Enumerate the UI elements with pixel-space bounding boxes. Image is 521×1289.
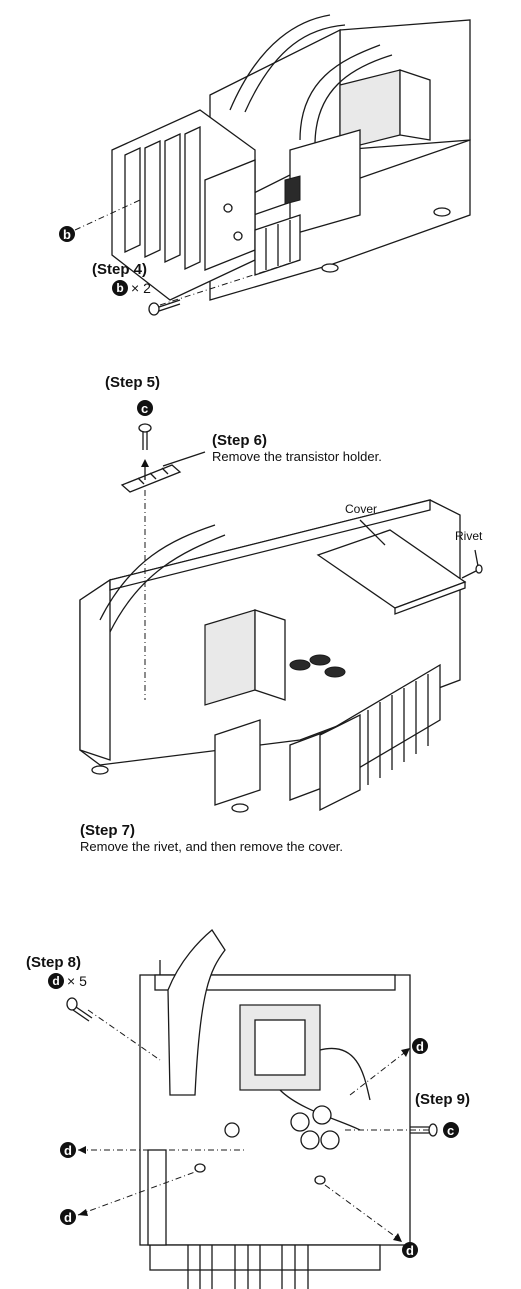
step4-count: × 2 [131, 279, 151, 296]
fin-2 [144, 139, 161, 259]
top-rail [154, 974, 396, 991]
cover-plate-edge [394, 581, 466, 615]
screw-hole [233, 231, 243, 241]
ribbon-cable-edge [244, 24, 346, 113]
fin-3 [164, 132, 181, 264]
ribbon-cable-edge [109, 534, 226, 633]
screw-hole-d [314, 1175, 326, 1185]
step5-title: (Step 5) [105, 374, 161, 391]
wire [319, 1047, 371, 1101]
capacitor [309, 654, 331, 666]
badge-b: b [59, 226, 75, 242]
fin-4 [184, 125, 201, 271]
hole [224, 1122, 240, 1138]
svg-text:c: c [447, 1123, 454, 1138]
chassis-left-wall [79, 578, 111, 761]
capacitor [320, 1130, 340, 1150]
screw-c [138, 423, 152, 450]
guide-line-d-lower-right [324, 1184, 401, 1241]
capacitor [300, 1130, 320, 1150]
transformer-side [399, 69, 431, 141]
fin-1 [124, 146, 141, 254]
badge-d-lower-right: d [402, 1242, 418, 1258]
svg-text:c: c [141, 401, 148, 416]
transistor-holder [120, 464, 182, 493]
ribbon-cable [99, 524, 216, 621]
step6-title: (Step 6) [212, 432, 268, 449]
svg-text:d: d [416, 1039, 424, 1054]
arrow-head [78, 1146, 86, 1154]
badge-c: c [137, 400, 153, 416]
badge-d: d [48, 973, 64, 989]
leader-rivet [474, 549, 479, 567]
arrow-head [401, 1048, 410, 1057]
step4-quantity: b × 2 [112, 280, 151, 296]
capacitor [290, 1112, 310, 1132]
heat-sink-plate [204, 159, 256, 271]
step7-text: Remove the rivet, and then remove the co… [80, 839, 344, 854]
badge-d-lower: d [60, 1209, 76, 1225]
transformer-core [254, 1019, 306, 1076]
svg-text:d: d [64, 1210, 72, 1225]
arrow-head [141, 459, 149, 467]
guide-line-d-upper-right [349, 1049, 409, 1096]
badge-c: c [443, 1122, 459, 1138]
ribbon-cable [229, 14, 331, 111]
figure3-unit: d d d d c [60, 929, 459, 1289]
foot [433, 207, 451, 217]
transformer-side [254, 609, 286, 701]
leader-cover [359, 519, 386, 546]
svg-text:d: d [406, 1243, 414, 1258]
screw-hole [223, 203, 233, 213]
figure2-unit: c [79, 400, 483, 813]
step7-title: (Step 7) [80, 822, 136, 839]
foot [91, 765, 109, 775]
ribbon-cable-2-edge [314, 54, 393, 146]
screw-hole-d [194, 1163, 206, 1173]
connector-block [284, 175, 301, 205]
badge-d-left: d [60, 1142, 76, 1158]
screw-d [66, 997, 93, 1022]
guide-line-screw [159, 259, 301, 306]
chassis-rear-rail [109, 499, 431, 591]
transformer [204, 609, 256, 706]
figure1-unit: b [59, 14, 471, 316]
foot [231, 803, 249, 813]
cover-label: Cover [345, 502, 378, 516]
screw-b [148, 299, 181, 316]
step4-title: (Step 4) [92, 261, 148, 278]
side-bracket [147, 1149, 167, 1246]
ribbon-cable [167, 929, 226, 1096]
heat-sink-base [149, 1244, 381, 1271]
step8-title: (Step 8) [26, 954, 82, 971]
leader-step6 [162, 451, 206, 467]
step6-text: Remove the transistor holder. [212, 449, 382, 464]
heat-sink-plate [319, 713, 361, 812]
foot [321, 263, 339, 273]
rivet [461, 564, 483, 579]
capacitor-box [289, 129, 361, 236]
arrow-head [78, 1209, 88, 1216]
capacitor [324, 666, 346, 678]
rivet-label: Rivet [455, 529, 483, 543]
step8-count: × 5 [67, 972, 87, 989]
capacitor [312, 1105, 332, 1125]
step9-title: (Step 9) [415, 1091, 471, 1108]
ribbon-cable-2 [299, 44, 381, 141]
guide-line-b [74, 199, 141, 231]
arrow-head [393, 1233, 402, 1242]
badge-d-upper-right: d [412, 1038, 428, 1054]
capacitor [289, 659, 311, 671]
side-bracket [214, 719, 261, 806]
svg-text:b: b [63, 227, 71, 242]
svg-text:d: d [64, 1143, 72, 1158]
screw-c [410, 1123, 438, 1137]
badge-b: b [112, 280, 128, 296]
guide-line-screw-d [87, 1009, 161, 1061]
step8-quantity: d × 5 [48, 973, 87, 989]
